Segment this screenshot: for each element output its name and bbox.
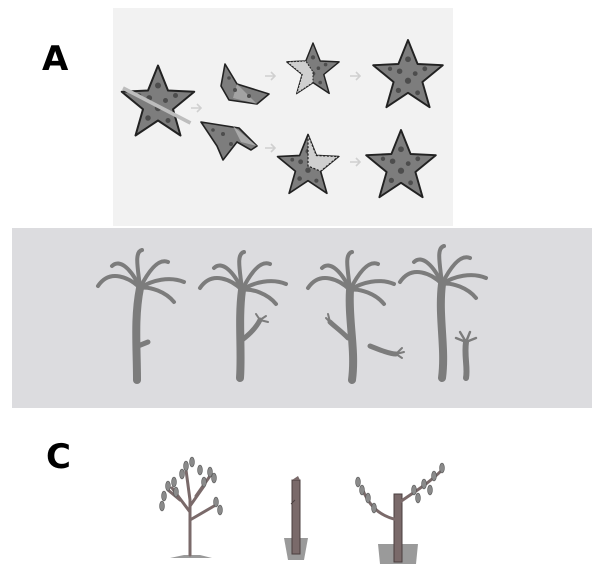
plant-icon [159,456,223,558]
panel-c-illustration [159,456,445,564]
arrow-right-icon [191,71,362,167]
panel-b-hydra-budding [12,228,592,408]
starfish-icon [365,129,437,199]
hydra-icon [198,250,288,382]
panel-c-plant-propagation [140,440,460,574]
hydra-icon [96,248,186,384]
starfish-icon [120,64,196,137]
panel-a-starfish-regeneration [113,8,453,226]
starfish-piece-icon [220,63,270,105]
panel-a-illustration [120,39,444,199]
hydra-bud-icon [325,313,351,341]
hydra-bud-icon [239,313,269,343]
regenerating-starfish-icon [285,42,340,95]
hydra-icon [306,250,405,384]
grafted-plant-icon [355,462,445,564]
label-a: A [42,39,69,79]
label-c: C [46,437,71,477]
detached-bud-icon [454,330,478,381]
starfish-piece-icon [200,121,258,161]
starfish-icon [372,39,444,109]
detached-bud-icon [367,343,405,359]
regenerating-starfish-icon [276,133,341,195]
panel-b-illustration [96,244,488,384]
hydra-icon [398,244,488,382]
cutting-icon [284,476,308,560]
